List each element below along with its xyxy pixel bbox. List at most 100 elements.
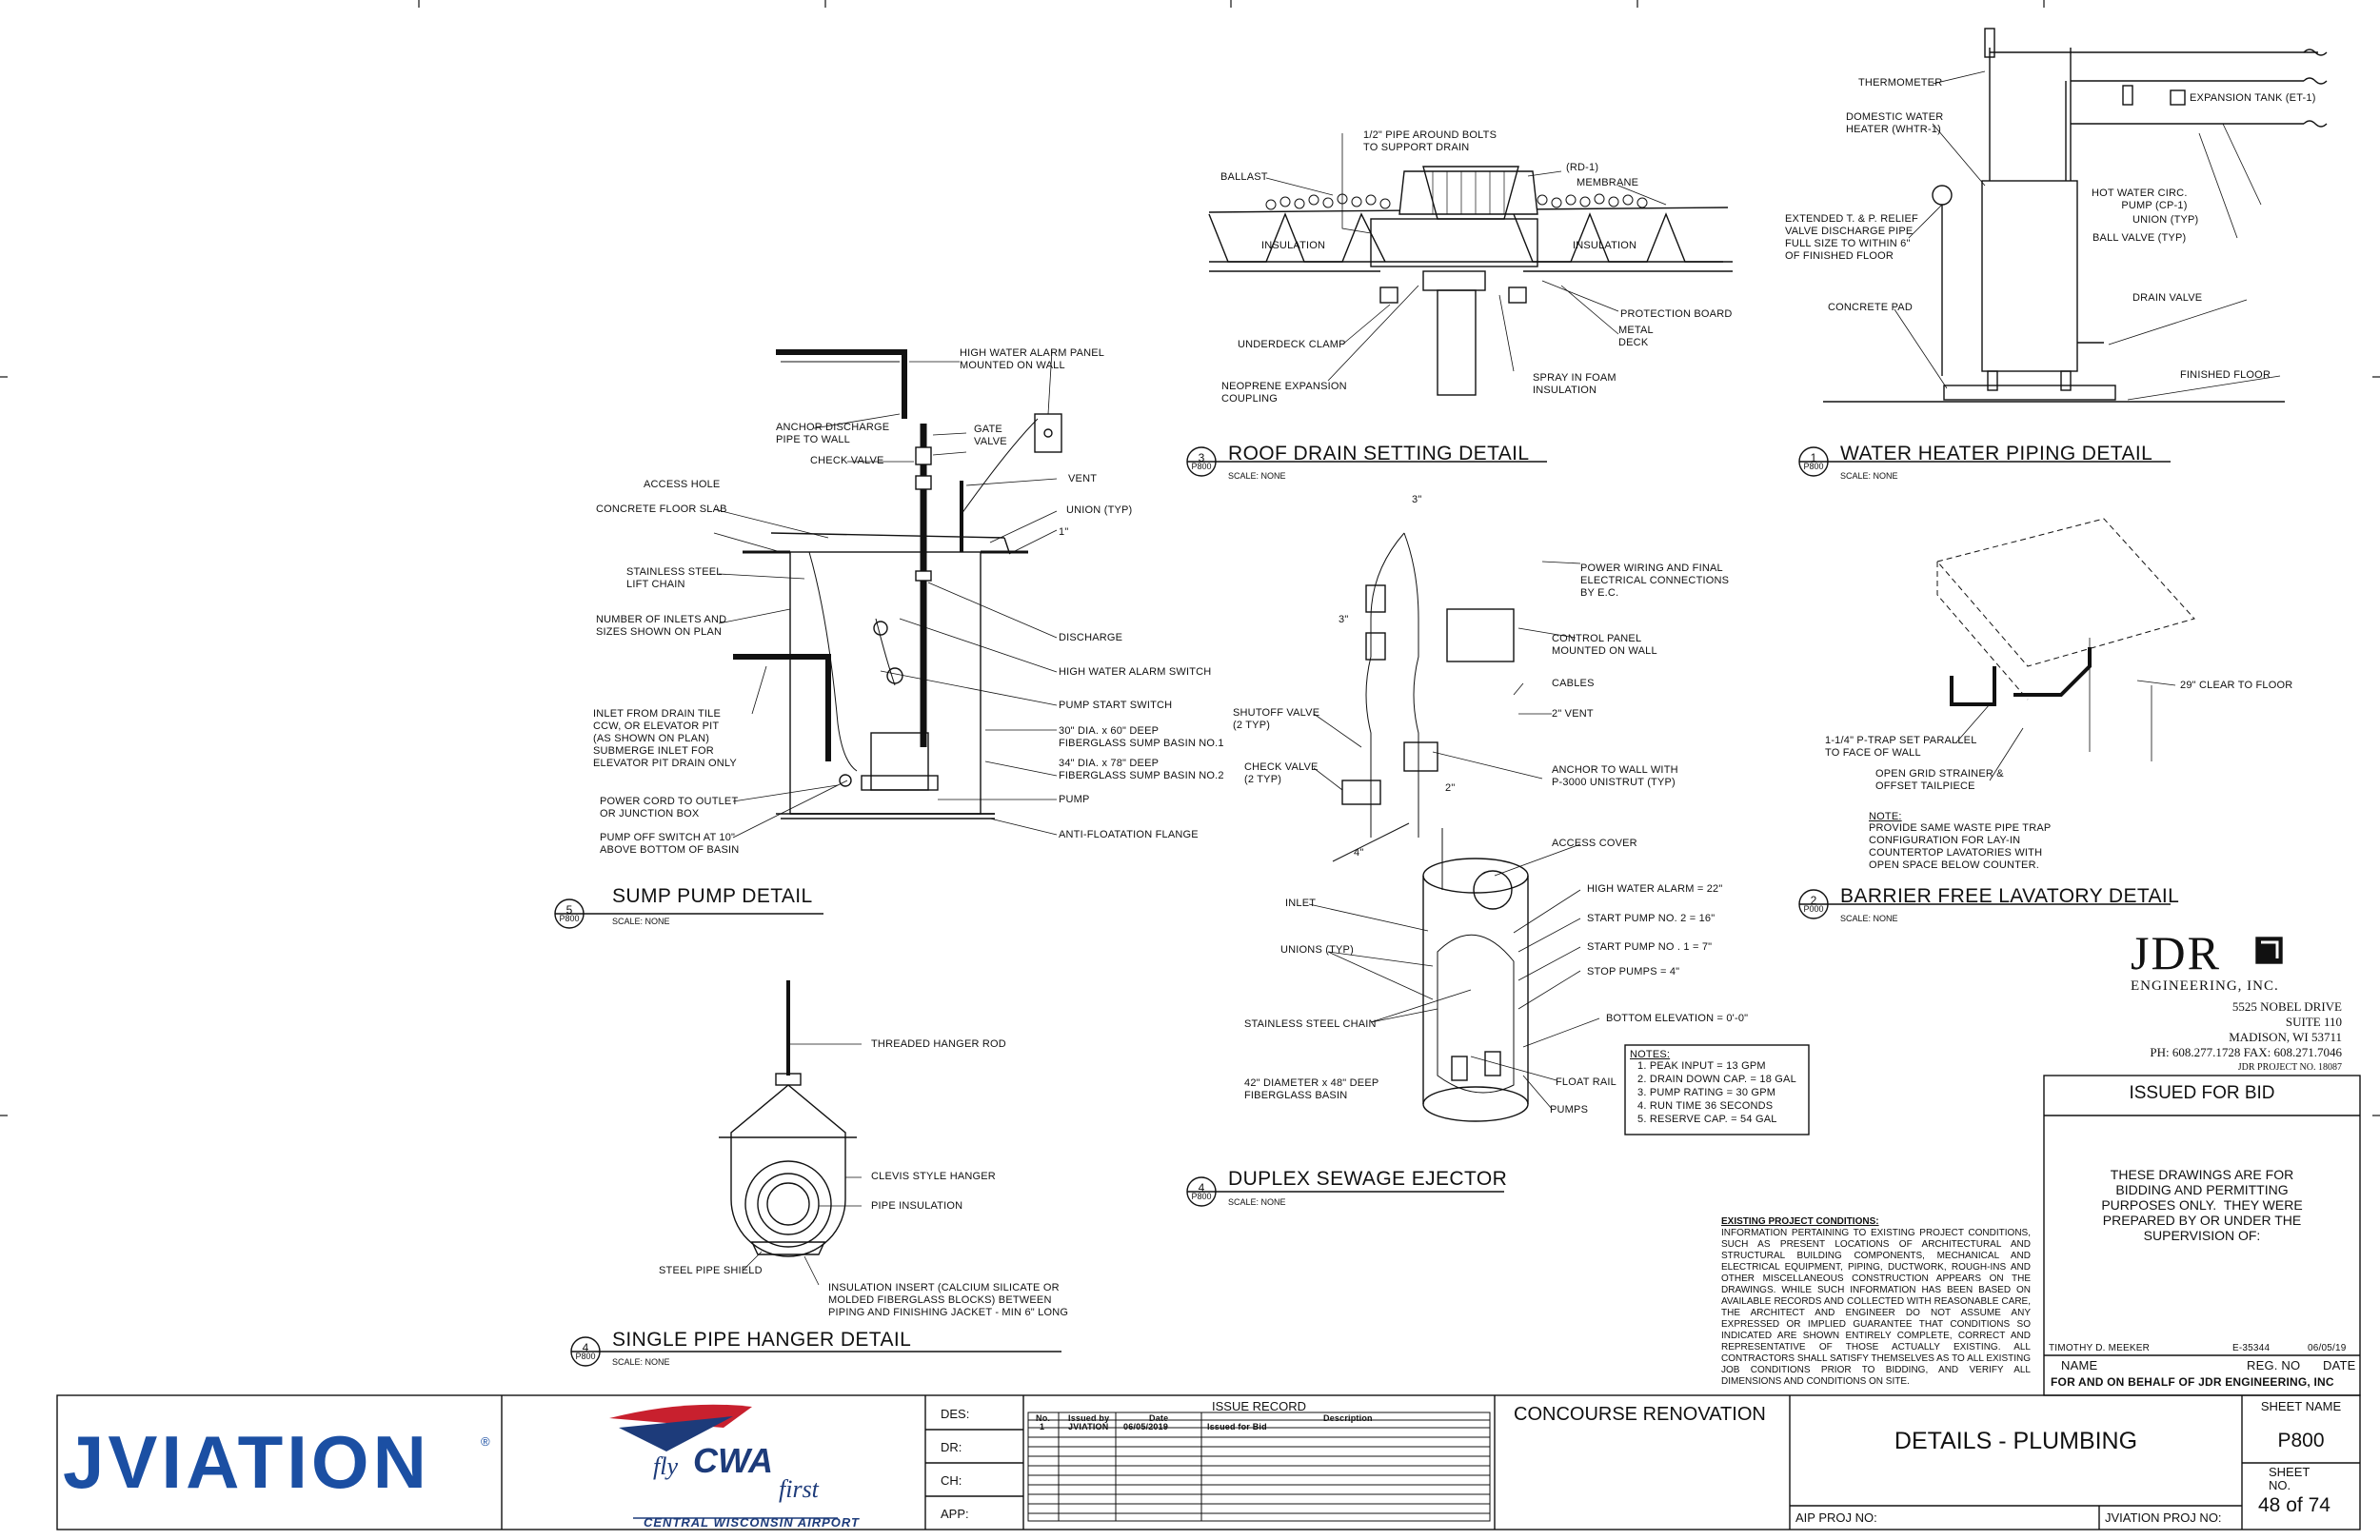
lav-detail-title: BARRIER FREE LAVATORY DETAIL — [1840, 885, 2180, 907]
sump-label-anchor: ANCHOR DISCHARGE PIPE TO WALL — [776, 422, 890, 445]
lavatory-drawing — [1936, 518, 2195, 781]
sheet-total: 74 — [2308, 1494, 2330, 1516]
jdr-address: 5525 NOBEL DRIVE SUITE 110 MADISON, WI 5… — [2085, 999, 2342, 1076]
ejector-label-control: CONTROL PANEL MOUNTED ON WALL — [1552, 633, 1657, 657]
ejector-label-power: POWER WIRING AND FINAL ELECTRICAL CONNEC… — [1580, 563, 1730, 599]
ejector-detail-scale: SCALE: NONE — [1228, 1197, 1286, 1207]
ejector-label-stop: STOP PUMPS = 4" — [1587, 966, 1680, 977]
title-block — [56, 1394, 2361, 1530]
app-label: APP: — [941, 1507, 969, 1521]
ejector-label-access: ACCESS COVER — [1552, 838, 1637, 849]
ejector-label-vent: 2" VENT — [1552, 708, 1594, 720]
jdr-address-line: 5525 NOBEL DRIVE — [2231, 999, 2342, 1014]
sump-label-alarm-panel: HIGH WATER ALARM PANEL MOUNTED ON WALL — [960, 347, 1105, 371]
cwa-airport: CENTRAL WISCONSIN AIRPORT — [644, 1515, 860, 1530]
ejector-label-bottom: BOTTOM ELEVATION = 0'-0" — [1606, 1013, 1749, 1024]
roof-label-metal-deck: METAL DECK — [1618, 325, 1654, 348]
heater-label-tp: EXTENDED T. & P. RELIEF VALVE DISCHARGE … — [1785, 213, 1918, 262]
ejector-label-4in: 4" — [1354, 847, 1364, 859]
hanger-detail-title: SINGLE PIPE HANGER DETAIL — [612, 1329, 912, 1351]
sump-label-check-valve: CHECK VALVE — [810, 455, 884, 466]
water-heater-drawing — [1823, 28, 2328, 403]
ejector-label-cables: CABLES — [1552, 678, 1595, 689]
ejector-note-3: 3. PUMP RATING = 30 GPM — [1637, 1087, 1776, 1098]
lav-detail-sheet: P000 — [1803, 904, 1824, 914]
ejector-label-3in: 3" — [1339, 614, 1349, 625]
ejector-detail-sheet: P800 — [1191, 1192, 1212, 1201]
col-reg: REG. NO — [2247, 1358, 2301, 1372]
col-date: DATE — [2323, 1358, 2356, 1372]
issue-col-no: No. — [1036, 1413, 1051, 1423]
engineer-name: TIMOTHY D. MEEKER — [2049, 1343, 2151, 1353]
project-name: CONCOURSE RENOVATION — [1514, 1404, 1766, 1425]
conditions-title: EXISTING PROJECT CONDITIONS: — [1721, 1216, 1879, 1227]
ejector-label-sp1: START PUMP NO . 1 = 7" — [1587, 941, 1713, 953]
ejector-note-5: 5. RESERVE CAP. = 54 GAL — [1637, 1114, 1777, 1125]
hanger-detail-sheet: P800 — [575, 1352, 596, 1361]
ejector-notes-title: NOTES: — [1630, 1049, 1671, 1060]
sump-label-start-switch: PUMP START SWITCH — [1059, 700, 1173, 711]
sump-label-slab: CONCRETE FLOOR SLAB — [596, 503, 727, 515]
issue-row-no: 1 — [1040, 1422, 1045, 1431]
sheet-no-value: 48 — [2258, 1494, 2281, 1516]
heater-label-thermometer: THERMOMETER — [1858, 77, 1943, 89]
behalf-line: FOR AND ON BEHALF OF JDR ENGINEERING, IN… — [2051, 1375, 2334, 1389]
roof-label-clamp: UNDERDECK CLAMP — [1238, 339, 1346, 350]
hanger-label-clevis: CLEVIS STYLE HANGER — [871, 1171, 996, 1182]
heater-label-drain: DRAIN VALVE — [2132, 292, 2203, 304]
hanger-label-rod: THREADED HANGER ROD — [871, 1038, 1006, 1050]
cwa-fly: fly — [653, 1452, 678, 1480]
ejector-label-unions: UNIONS (TYP) — [1280, 944, 1354, 956]
jdr-sub: ENGINEERING, INC. — [2131, 978, 2279, 994]
heater-detail-title: WATER HEATER PIPING DETAIL — [1840, 443, 2153, 464]
lav-detail-scale: SCALE: NONE — [1840, 914, 1898, 923]
engineer-date: 06/05/19 — [2308, 1343, 2347, 1353]
jviation-proj-label: JVIATION PROJ NO: — [2105, 1510, 2222, 1525]
sump-detail-scale: SCALE: NONE — [612, 917, 670, 926]
heater-detail-sheet: P800 — [1803, 462, 1824, 471]
jdr-address-line: SUITE 110 — [2285, 1015, 2342, 1029]
sump-detail-title: SUMP PUMP DETAIL — [612, 885, 813, 907]
sump-label-inlets: NUMBER OF INLETS AND SIZES SHOWN ON PLAN — [596, 614, 727, 638]
issue-col-date: Date — [1149, 1413, 1169, 1423]
lav-label-strainer: OPEN GRID STRAINER & OFFSET TAILPIECE — [1875, 768, 2004, 792]
issue-col-description: Description — [1323, 1413, 1373, 1423]
lav-note-head: NOTE: — [1869, 811, 1902, 822]
sump-pump-drawing — [713, 349, 1062, 839]
roof-label-foam: SPRAY IN FOAM INSULATION — [1533, 372, 1616, 396]
sump-detail-sheet: P800 — [559, 914, 580, 923]
des-label: DES: — [941, 1407, 970, 1421]
detail-title-bubbles — [554, 446, 2171, 1367]
hanger-label-insulation: PIPE INSULATION — [871, 1200, 963, 1212]
lav-note: PROVIDE SAME WASTE PIPE TRAP CONFIGURATI… — [1869, 822, 2052, 871]
roof-label-membrane: MEMBRANE — [1577, 177, 1639, 188]
ejector-label-3in-top: 3" — [1412, 494, 1422, 505]
sump-label-gate-valve: GATE VALVE — [974, 424, 1007, 447]
roof-label-protection: PROTECTION BOARD — [1620, 308, 1733, 320]
sheet-number: 48 of 74 — [2258, 1494, 2330, 1517]
heater-label-pad: CONCRETE PAD — [1828, 302, 1913, 313]
sump-label-pump: PUMP — [1059, 794, 1090, 805]
dr-label: DR: — [941, 1440, 962, 1454]
heater-label-ball: BALL VALVE (TYP) — [2092, 232, 2187, 244]
ejector-label-shutoff: SHUTOFF VALVE (2 TYP) — [1233, 707, 1320, 731]
ejector-label-sp2: START PUMP NO. 2 = 16" — [1587, 913, 1716, 924]
ejector-note-2: 2. DRAIN DOWN CAP. = 18 GAL — [1637, 1074, 1796, 1085]
roof-label-pipe: 1/2" PIPE AROUND BOLTS TO SUPPORT DRAIN — [1363, 129, 1497, 153]
sump-label-inlet-tile: INLET FROM DRAIN TILE CCW, OR ELEVATOR P… — [593, 708, 737, 769]
jdr-address-line: MADISON, WI 53711 — [2229, 1030, 2342, 1044]
jdr-address-line: PH: 608.277.1728 FAX: 608.271.7046 — [2150, 1045, 2342, 1059]
lav-detail-number: 2 — [1810, 894, 1817, 907]
sump-label-lift-chain: STAINLESS STEEL LIFT CHAIN — [626, 566, 723, 590]
heater-detail-scale: SCALE: NONE — [1840, 471, 1898, 481]
heater-label-dwh: DOMESTIC WATER HEATER (WHTR-1) — [1846, 111, 1944, 135]
sewage-ejector-drawing — [1308, 532, 1810, 1135]
engineer-reg: E-35344 — [2232, 1343, 2271, 1353]
aip-proj-label: AIP PROJ NO: — [1795, 1510, 1877, 1525]
ch-label: CH: — [941, 1473, 962, 1488]
ejector-label-check: CHECK VALVE (2 TYP) — [1244, 761, 1319, 785]
jviation-logo: JVIATION — [63, 1420, 430, 1504]
issue-row-date: 06/05/2019 — [1123, 1422, 1169, 1431]
heater-detail-number: 1 — [1810, 451, 1817, 464]
